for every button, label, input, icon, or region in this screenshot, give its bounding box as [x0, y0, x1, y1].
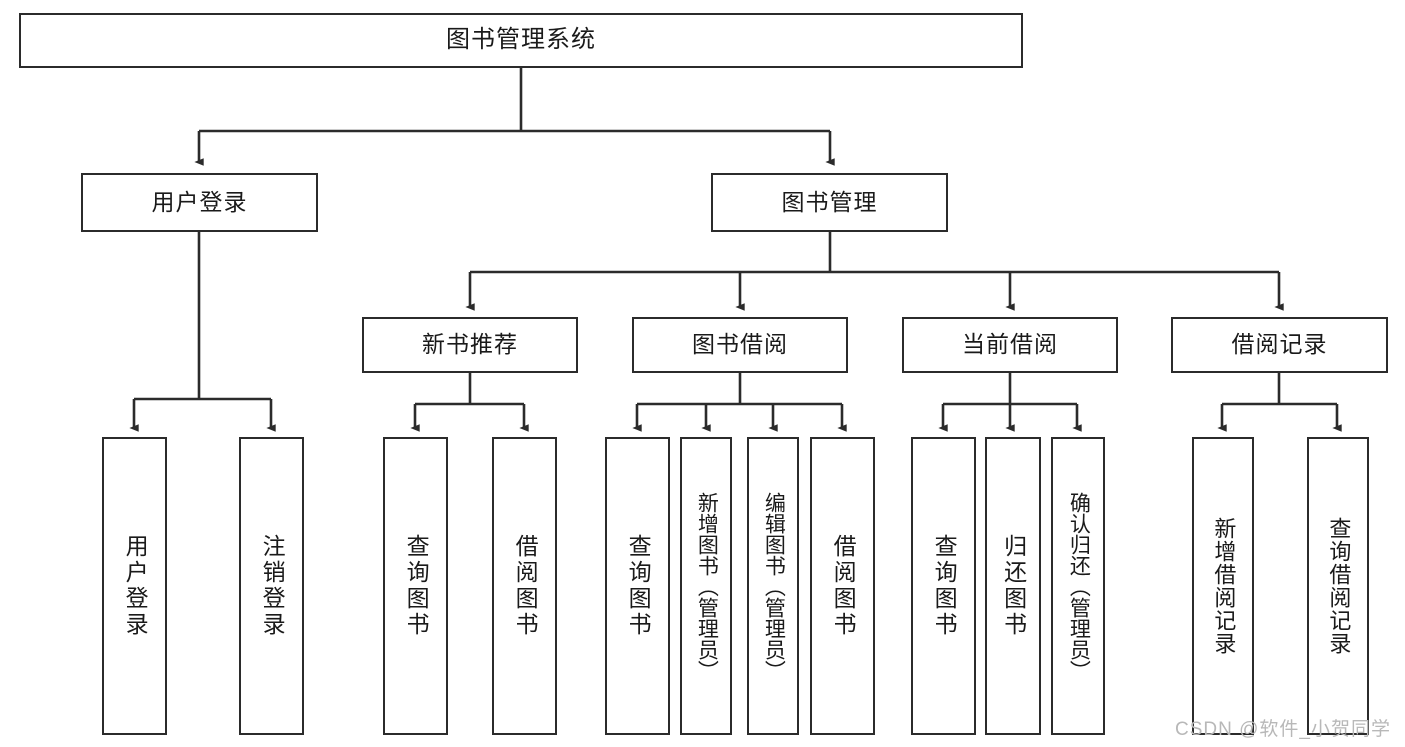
node-leaf-return-book[interactable]: 归还图书 — [985, 437, 1041, 735]
node-book-manage[interactable]: 图书管理 — [711, 173, 948, 232]
leaf-inner: 查询借阅记录 — [1309, 439, 1367, 733]
node-leaf-query-record-label: 查询借阅记录 — [1326, 517, 1352, 655]
node-leaf-confirm-return-label: 确认归还（管理员） — [1067, 491, 1091, 681]
node-current-borrow-label: 当前借阅 — [962, 331, 1058, 358]
node-leaf-query-book-1[interactable]: 查询图书 — [383, 437, 448, 735]
node-book-manage-label: 图书管理 — [781, 188, 878, 215]
leaf-inner: 查询图书 — [385, 439, 446, 733]
node-new-book-recommend-label: 新书推荐 — [422, 331, 518, 358]
leaf-inner: 新增借阅记录 — [1194, 439, 1252, 733]
node-new-book-recommend[interactable]: 新书推荐 — [362, 317, 578, 373]
node-borrow-record[interactable]: 借阅记录 — [1171, 317, 1388, 373]
node-leaf-add-record-label: 新增借阅记录 — [1211, 517, 1237, 655]
leaf-inner: 归还图书 — [987, 439, 1039, 733]
leaf-inner: 注销登录 — [241, 439, 302, 733]
leaf-inner: 确认归还（管理员） — [1053, 439, 1103, 733]
leaf-inner: 查询图书 — [607, 439, 668, 733]
node-book-borrow[interactable]: 图书借阅 — [632, 317, 848, 373]
node-leaf-query-record[interactable]: 查询借阅记录 — [1307, 437, 1369, 735]
node-root-label: 图书管理系统 — [446, 26, 596, 54]
leaf-inner: 新增图书（管理员） — [682, 439, 730, 733]
node-leaf-user-login-label: 用户登录 — [122, 534, 149, 638]
node-leaf-query-book-1-label: 查询图书 — [403, 534, 430, 638]
node-leaf-return-book-label: 归还图书 — [1000, 534, 1027, 638]
node-leaf-borrow-book-1-label: 借阅图书 — [512, 534, 539, 638]
node-leaf-query-book-3-label: 查询图书 — [931, 534, 958, 638]
node-book-borrow-label: 图书借阅 — [692, 331, 788, 358]
node-leaf-query-book-3[interactable]: 查询图书 — [911, 437, 976, 735]
leaf-inner: 查询图书 — [913, 439, 974, 733]
node-leaf-confirm-return[interactable]: 确认归还（管理员） — [1051, 437, 1105, 735]
node-root[interactable]: 图书管理系统 — [19, 13, 1023, 68]
node-leaf-query-book-2[interactable]: 查询图书 — [605, 437, 670, 735]
leaf-inner: 借阅图书 — [494, 439, 555, 733]
node-current-borrow[interactable]: 当前借阅 — [902, 317, 1118, 373]
node-leaf-borrow-book-2[interactable]: 借阅图书 — [810, 437, 875, 735]
node-leaf-query-book-2-label: 查询图书 — [625, 534, 652, 638]
node-leaf-edit-book[interactable]: 编辑图书（管理员） — [747, 437, 799, 735]
node-leaf-edit-book-label: 编辑图书（管理员） — [762, 491, 786, 681]
leaf-inner: 借阅图书 — [812, 439, 873, 733]
node-leaf-add-book[interactable]: 新增图书（管理员） — [680, 437, 732, 735]
node-user-login-label: 用户登录 — [151, 188, 248, 215]
node-leaf-borrow-book-1[interactable]: 借阅图书 — [492, 437, 557, 735]
node-leaf-user-login[interactable]: 用户登录 — [102, 437, 167, 735]
node-user-login[interactable]: 用户登录 — [81, 173, 318, 232]
node-leaf-add-record[interactable]: 新增借阅记录 — [1192, 437, 1254, 735]
watermark: CSDN @软件_小贺同学 — [1175, 719, 1391, 740]
leaf-inner: 用户登录 — [104, 439, 165, 733]
leaf-inner: 编辑图书（管理员） — [749, 439, 797, 733]
node-leaf-logout[interactable]: 注销登录 — [239, 437, 304, 735]
node-leaf-borrow-book-2-label: 借阅图书 — [830, 534, 857, 638]
node-borrow-record-label: 借阅记录 — [1231, 331, 1328, 358]
node-leaf-logout-label: 注销登录 — [259, 534, 286, 638]
node-leaf-add-book-label: 新增图书（管理员） — [695, 491, 719, 681]
